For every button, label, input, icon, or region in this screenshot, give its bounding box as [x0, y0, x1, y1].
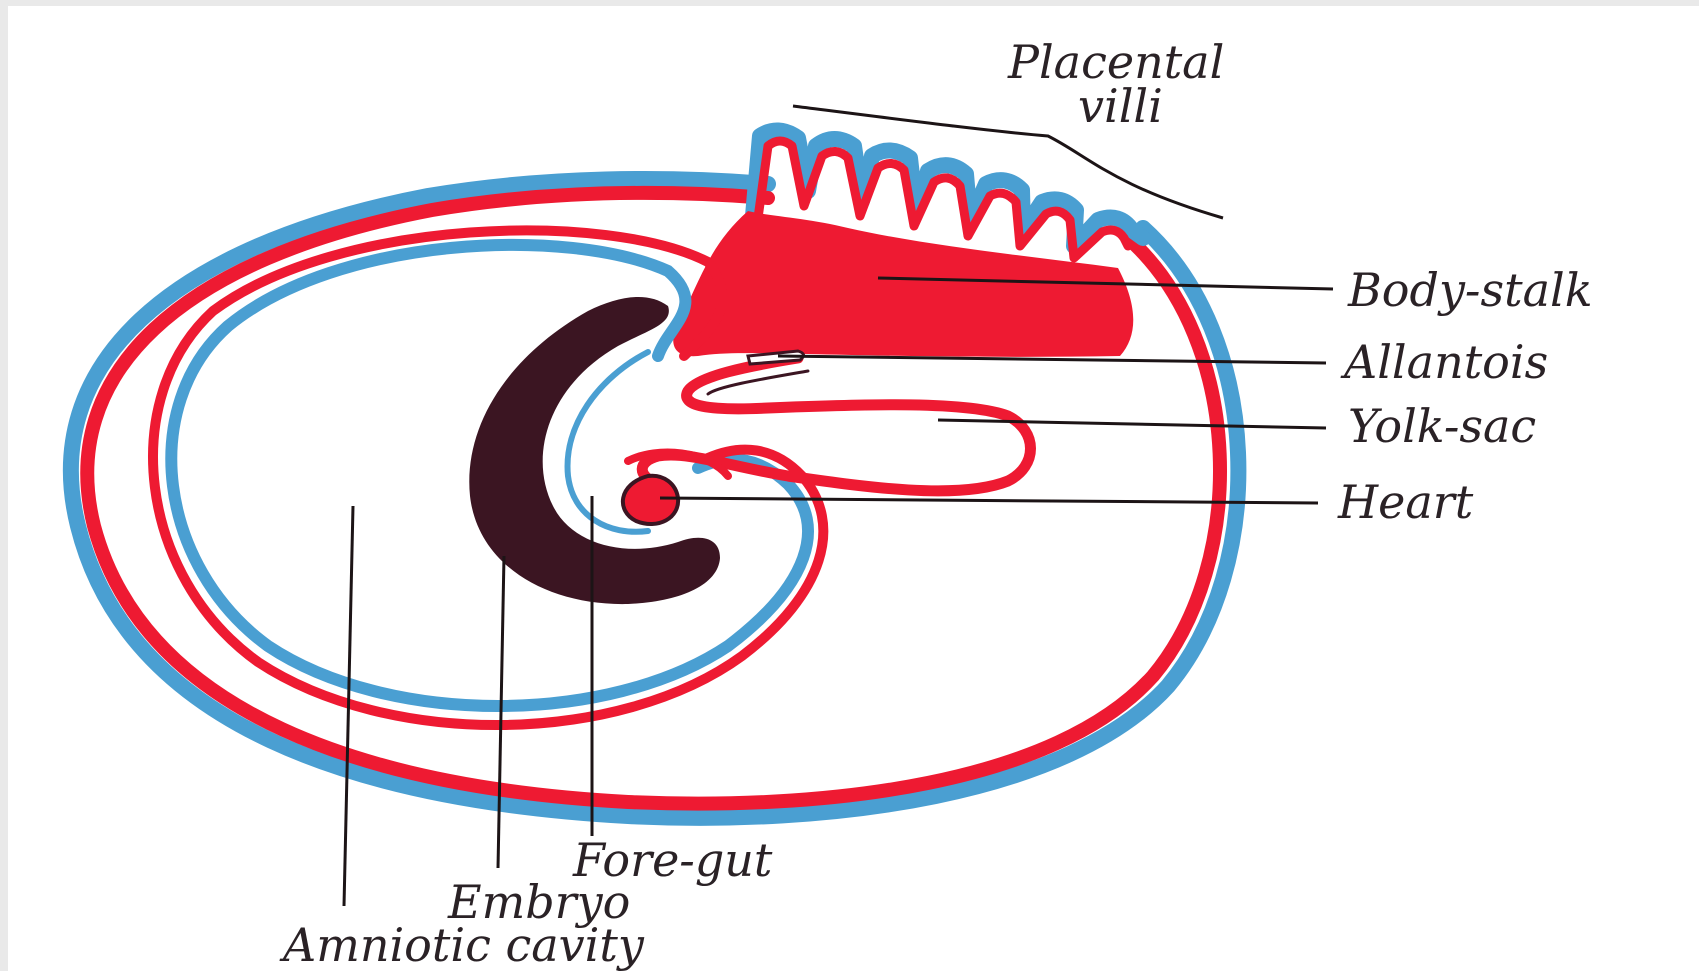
embryo-diagram: Placental villi Body-stalk Allantois Yol… [8, 6, 1699, 971]
label-allantois: Allantois [1340, 335, 1548, 389]
leader-embryo [498, 556, 504, 868]
label-placental-villi-line2: villi [1078, 79, 1163, 133]
label-amniotic-cavity: Amniotic cavity [279, 918, 645, 971]
heart-shape [623, 476, 678, 524]
label-yolk-sac: Yolk-sac [1348, 399, 1536, 453]
diagram-canvas: Placental villi Body-stalk Allantois Yol… [8, 6, 1699, 971]
label-body-stalk: Body-stalk [1347, 263, 1593, 317]
label-heart: Heart [1337, 475, 1474, 529]
leader-allantois [778, 356, 1326, 363]
leader-yolk-sac [938, 420, 1326, 428]
